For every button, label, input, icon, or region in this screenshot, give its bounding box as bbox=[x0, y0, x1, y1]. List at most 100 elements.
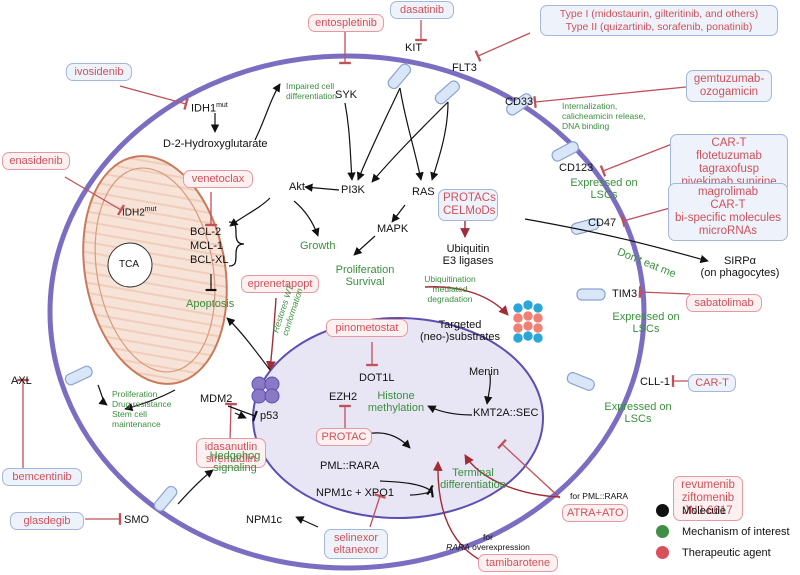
targeted-line2: (neo-)substrates bbox=[419, 331, 501, 343]
protacs-line: PROTACs bbox=[443, 192, 496, 204]
molecule-ezh2: EZH2 bbox=[329, 391, 358, 403]
cd47-agent-3: bi-specific molecules bbox=[674, 212, 782, 224]
flt3-type1-line: Type I (midostaurin, gilteritinib, and o… bbox=[559, 8, 759, 20]
molecule-npm1c: NPM1c bbox=[246, 514, 283, 526]
cd47-agent-1: magrolimab bbox=[697, 186, 759, 198]
drug-cll1-cart: CAR-T bbox=[688, 374, 736, 392]
mech-hedgehog: Hedgehog signaling bbox=[200, 450, 270, 474]
terminal-line1: Terminal bbox=[452, 467, 494, 479]
gemtuzumab-line1: gemtuzumab- bbox=[693, 73, 765, 85]
molecule-cd123: CD123 bbox=[559, 162, 594, 174]
mech-impaired-differentiation: Impaired cell differentiation bbox=[286, 81, 337, 101]
cd47-agent-4: microRNAs bbox=[698, 225, 758, 237]
internal-line3: DNA binding bbox=[562, 121, 610, 131]
mech-cll1-lscs: Expressed on LSCs bbox=[600, 401, 676, 425]
cd123-agent-2: flotetuzumab bbox=[696, 150, 762, 162]
bcl-brace bbox=[228, 221, 245, 267]
drug-atra-ato: ATRA+ATO bbox=[562, 504, 628, 522]
drug-activation-lines bbox=[266, 216, 561, 561]
mech-histone-methylation: Histone methylation bbox=[358, 390, 434, 414]
p53-tetramer bbox=[251, 376, 280, 404]
molecule-sirpa: SIRPα (on phagocytes) bbox=[700, 255, 780, 279]
cll1-expressed: Expressed on bbox=[604, 401, 672, 413]
legend-dot-molecule bbox=[656, 504, 669, 517]
molecule-bcl2: BCL-2 bbox=[190, 226, 222, 238]
molecule-syk: SYK bbox=[335, 89, 358, 101]
axl-line2: Drug resistance bbox=[112, 399, 172, 409]
drug-glasdegib: glasdegib bbox=[10, 512, 84, 530]
drug-tamibarotene: tamibarotene bbox=[478, 554, 558, 572]
note-for-pml-rara: for PML::RARA bbox=[570, 491, 629, 501]
legend-label-mechanism: Mechanism of interest bbox=[682, 526, 790, 538]
drug-flt3-inhibitors: Type I (midostaurin, gilteritinib, and o… bbox=[540, 5, 778, 36]
molecule-kit: KIT bbox=[405, 42, 423, 54]
proteasome bbox=[512, 299, 544, 344]
drug-enasidenib: enasidenib bbox=[2, 152, 70, 170]
molecule-bclxl: BCL-XL bbox=[190, 254, 229, 266]
molecule-mdm2: MDM2 bbox=[200, 393, 233, 405]
ziftomenib-line: ziftomenib bbox=[681, 492, 735, 504]
tim3-lscs: LSCs bbox=[632, 323, 660, 335]
molecule-kmt2a-sec: KMT2A::SEC bbox=[473, 407, 539, 419]
mech-cd123-lscs: Expressed on LSCs bbox=[564, 177, 644, 201]
cd123-agent-1: CAR-T bbox=[711, 137, 747, 149]
drug-menin-inhibitors: revumenib ziftomenib JNJ-6617 bbox=[673, 476, 743, 521]
note-rara-line: RARA overexpression bbox=[440, 542, 536, 552]
flt3-type2-line: Type II (quizartinib, sorafenib, ponatin… bbox=[565, 20, 753, 33]
drug-mdm2-inhibitors: idasanutlin siremadlin bbox=[196, 438, 266, 468]
mech-proliferation-survival: Proliferation Survival bbox=[327, 264, 403, 288]
molecule-smo: SMO bbox=[124, 514, 150, 526]
idh1-label: IDH1 bbox=[191, 102, 217, 115]
revumenib-line: revumenib bbox=[681, 479, 735, 491]
molecule-cll1: CLL-1 bbox=[640, 376, 670, 388]
legend-dot-mechanism bbox=[656, 525, 669, 538]
sirpa-line: SIRPα bbox=[723, 255, 757, 267]
drug-bemcentinib: bemcentinib bbox=[2, 468, 82, 486]
impaired-line1: Impaired cell bbox=[286, 81, 335, 91]
cll1-lscs: LSCs bbox=[624, 413, 652, 425]
siremadlin-line: siremadlin bbox=[205, 453, 257, 465]
tca-cycle bbox=[107, 242, 153, 288]
mech-apoptosis: Apoptosis bbox=[186, 298, 235, 310]
e3-ligases-line: E3 ligases bbox=[442, 255, 494, 267]
drug-ivosidenib: ivosidenib bbox=[66, 63, 132, 81]
terminal-line2: differentiation bbox=[440, 479, 506, 491]
targeted-line1: Targeted bbox=[438, 319, 482, 331]
gemtuzumab-line2: ozogamicin bbox=[699, 86, 759, 98]
molecule-mcl1: MCL-1 bbox=[190, 240, 224, 252]
drug-inhibition-lines bbox=[17, 20, 712, 528]
histone-line1: Histone bbox=[377, 390, 415, 402]
impaired-line2: differentiation bbox=[286, 91, 337, 101]
histone-line2: methylation bbox=[367, 402, 425, 414]
hedgehog-line2: signaling bbox=[213, 462, 257, 474]
molecule-axl: AXL bbox=[11, 375, 32, 387]
celmods-line: CELMoDs bbox=[443, 205, 496, 217]
legend-label-molecule: Molecule bbox=[682, 505, 727, 517]
eltanexor-line: eltanexor bbox=[333, 544, 379, 556]
legend-label-therapeutic: Therapeutic agent bbox=[682, 547, 771, 559]
drug-entospletinib: entospletinib bbox=[308, 14, 384, 32]
drug-pinometostat: pinometostat bbox=[326, 319, 408, 337]
jnj-line: JNJ-6617 bbox=[683, 505, 733, 517]
phagocytes-line: (on phagocytes) bbox=[700, 267, 780, 279]
molecule-cd47: CD47 bbox=[588, 217, 617, 229]
molecule-ras: RAS bbox=[412, 186, 435, 198]
note-rara-italic: RARA bbox=[446, 542, 470, 552]
note-rara-overexpression: for RARA overexpression bbox=[440, 532, 536, 552]
drug-eprenetapopt: eprenetapopt bbox=[241, 275, 319, 293]
molecule-npm1c-xpo1: NPM1c + XPO1 bbox=[316, 487, 394, 499]
legend-dot-therapeutic bbox=[656, 546, 669, 559]
molecule-pi3k: PI3K bbox=[341, 184, 365, 196]
molecule-menin: Menin bbox=[469, 366, 499, 378]
molecule-p53: p53 bbox=[260, 410, 279, 422]
drug-sabatolimab: sabatolimab bbox=[686, 294, 762, 312]
membrane-receptors bbox=[64, 63, 606, 512]
idh2-label: IDH2 bbox=[122, 207, 145, 219]
idh2-sup: mut bbox=[144, 206, 157, 213]
ubiq-line2: mediated bbox=[432, 284, 468, 294]
molecule-ubiquitin-e3: Ubiquitin E3 ligases bbox=[440, 243, 496, 267]
hedgehog-line1: Hedgehog bbox=[209, 450, 261, 462]
mech-growth: Growth bbox=[300, 240, 336, 252]
drug-dasatinib: dasatinib bbox=[390, 1, 454, 19]
internal-line2: calicheamicin release, bbox=[562, 111, 646, 121]
